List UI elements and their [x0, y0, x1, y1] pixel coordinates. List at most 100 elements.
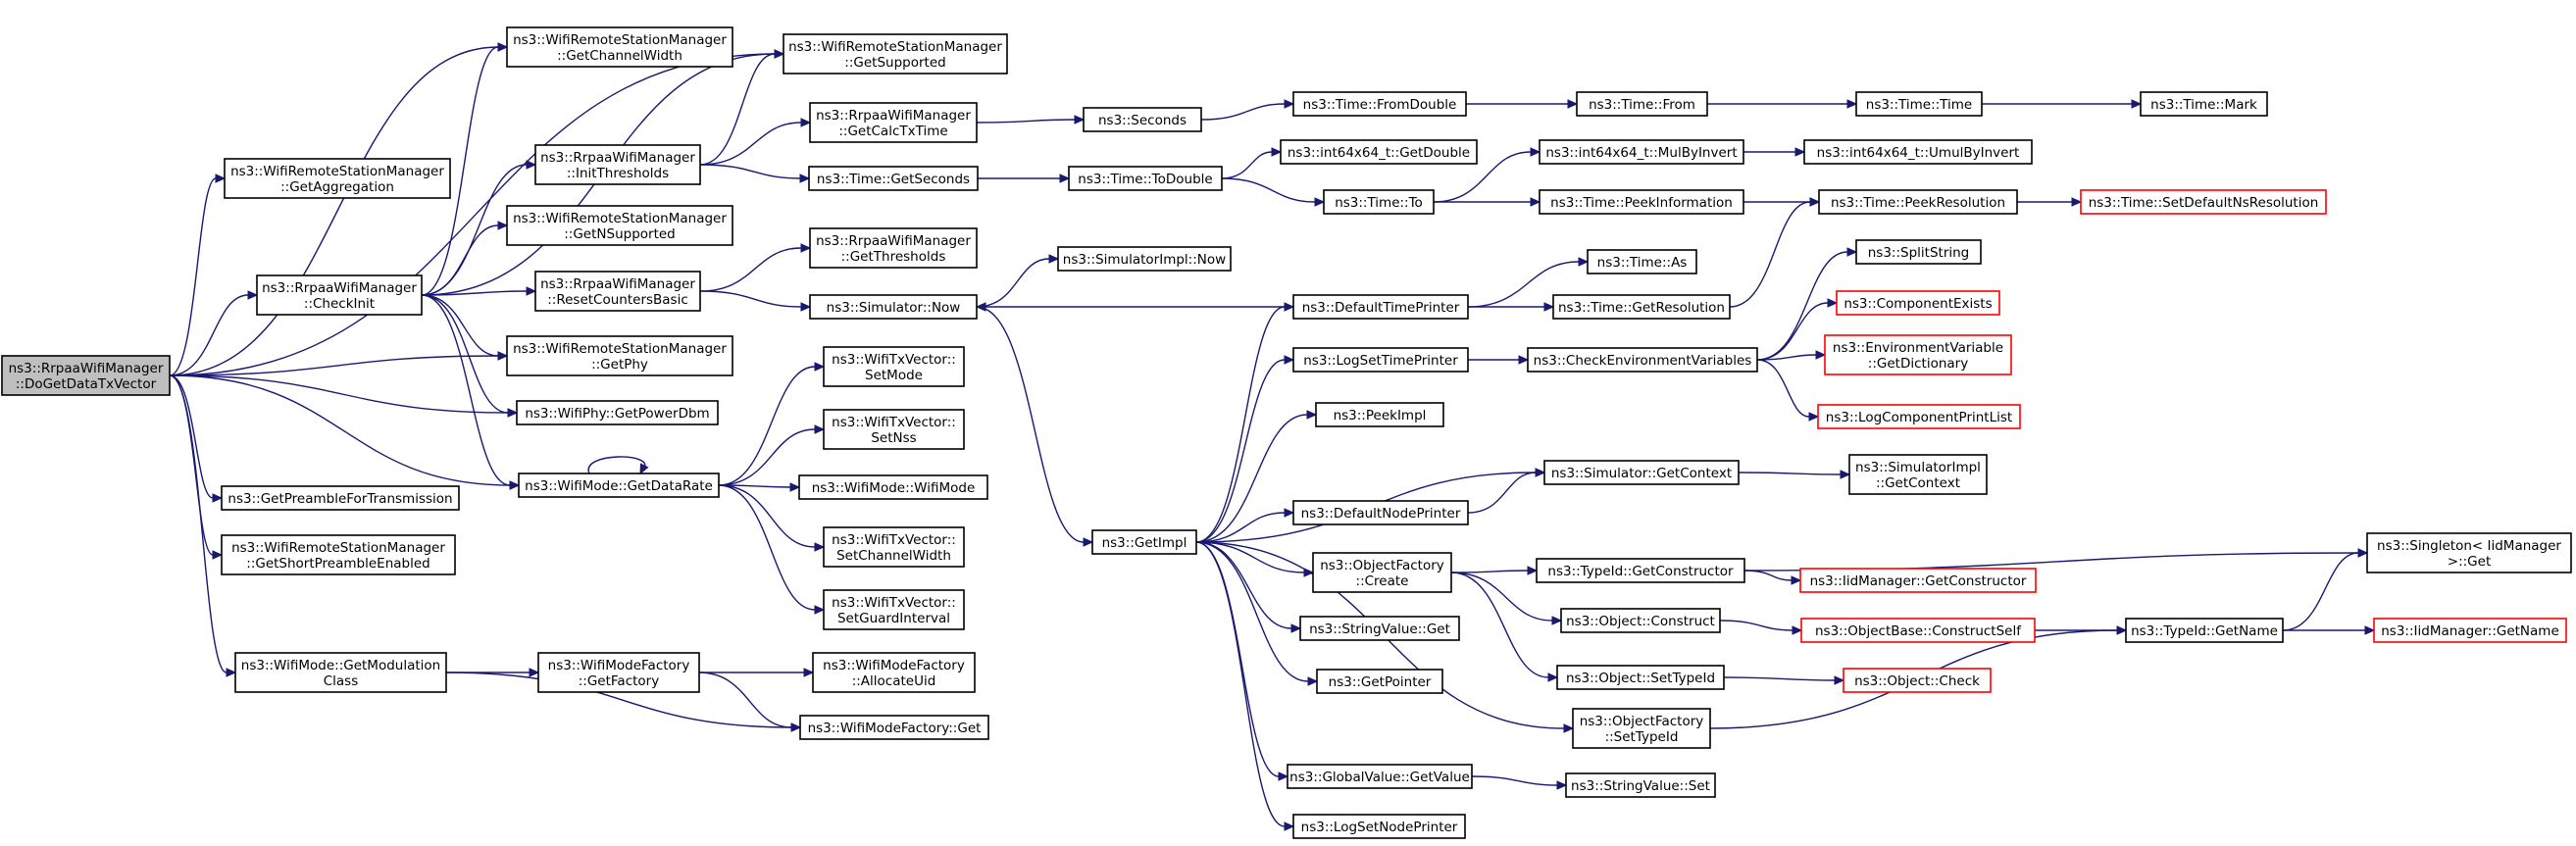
node-wifi-mode-ctor[interactable]: ns3::WifiMode::WifiMode [798, 474, 988, 500]
node-peek-resolution[interactable]: ns3::Time::PeekResolution [1818, 189, 2018, 215]
node-umul-by-invert[interactable]: ns3::int64x64_t::UmulByInvert [1803, 139, 2033, 165]
node-seconds[interactable]: ns3::Seconds [1083, 107, 1202, 132]
node-sim-impl-now[interactable]: ns3::SimulatorImpl::Now [1057, 246, 1232, 272]
node-of-set-type-id[interactable]: ns3::ObjectFactory::SetTypeId [1572, 708, 1711, 749]
node-box [1312, 552, 1452, 593]
node-time-as[interactable]: ns3::Time::As [1587, 249, 1697, 274]
node-component-exists[interactable]: ns3::ComponentExists [1836, 290, 2000, 316]
edge-reset-counters-to-get-thresholds [699, 243, 812, 292]
node-get-resolution[interactable]: ns3::Time::GetResolution [1552, 294, 1731, 320]
node-box [1552, 294, 1731, 320]
node-init-thresholds[interactable]: ns3::RrpaaWifiManager::InitThresholds [534, 144, 701, 185]
node-sim-now[interactable]: ns3::Simulator::Now [809, 294, 978, 320]
edge-arrowhead [1543, 302, 1555, 312]
node-get-power-dbm[interactable]: ns3::WifiPhy::GetPowerDbm [516, 400, 719, 425]
node-env-get-dict[interactable]: ns3::EnvironmentVariable::GetDictionary [1824, 334, 2012, 375]
node-set-mode[interactable]: ns3::WifiTxVector::SetMode [823, 346, 965, 387]
node-root[interactable]: ns3::RrpaaWifiManager::DoGetDataTxVector [1, 355, 171, 396]
node-obj-set-type-id[interactable]: ns3::Object::SetTypeId [1556, 665, 1725, 690]
node-iid-get-ctor[interactable]: ns3::IidManager::GetConstructor [1799, 568, 2037, 593]
node-factory-get[interactable]: ns3::WifiModeFactory::Get [799, 715, 989, 740]
node-get-supported[interactable]: ns3::WifiRemoteStationManager::GetSuppor… [783, 33, 1008, 75]
node-get-channel-width[interactable]: ns3::WifiRemoteStationManager::GetChanne… [506, 26, 733, 68]
node-set-guard-interval[interactable]: ns3::WifiTxVector::SetGuardInterval [823, 589, 965, 630]
node-box [1836, 290, 2000, 316]
node-tid-get-name[interactable]: ns3::TypeId::GetName [2125, 618, 2284, 643]
edge-arrowhead [1306, 410, 1318, 420]
node-tid-get-ctor[interactable]: ns3::TypeId::GetConstructor [1536, 558, 1745, 583]
node-mul-by-invert[interactable]: ns3::int64x64_t::MulByInvert [1539, 139, 1744, 165]
node-get-factory[interactable]: ns3::WifiModeFactory::GetFactory [537, 652, 700, 693]
node-reset-counters[interactable]: ns3::RrpaaWifiManager::ResetCountersBasi… [534, 271, 701, 312]
node-label: ns3::PeekImpl [1334, 408, 1427, 423]
edge-arrowhead [800, 118, 812, 127]
node-log-comp-print-list[interactable]: ns3::LogComponentPrintList [1817, 404, 2021, 429]
edge-arrowhead [814, 605, 826, 615]
node-check-env[interactable]: ns3::CheckEnvironmentVariables [1527, 347, 1758, 373]
node-get-thresholds[interactable]: ns3::RrpaaWifiManager::GetThresholds [809, 227, 978, 269]
node-label: ns3::WifiRemoteStationManager [513, 341, 727, 357]
node-get-data-rate[interactable]: ns3::WifiMode::GetDataRate [518, 473, 720, 498]
node-get-short-preamble[interactable]: ns3::WifiRemoteStationManager::GetShortP… [221, 534, 456, 575]
edge-arrowhead [2116, 625, 2128, 635]
node-label: ns3::WifiPhy::GetPowerDbm [525, 406, 709, 422]
node-default-time-printer[interactable]: ns3::DefaultTimePrinter [1292, 294, 1469, 320]
node-time-mark[interactable]: ns3::Time::Mark [2140, 91, 2268, 117]
node-label: ns3::Time::GetResolution [1558, 300, 1725, 316]
node-from-double[interactable]: ns3::Time::FromDouble [1292, 91, 1467, 117]
node-set-nss[interactable]: ns3::WifiTxVector::SetNss [823, 409, 965, 450]
edge-arrowhead [1840, 470, 1851, 479]
node-set-channel-width[interactable]: ns3::WifiTxVector::SetChannelWidth [823, 526, 965, 568]
node-get-preamble[interactable]: ns3::GetPreambleForTransmission [221, 485, 460, 511]
node-sim-impl-get-context[interactable]: ns3::SimulatorImpl::GetContext [1848, 454, 1988, 495]
edge-get-factory-to-allocate-uid [699, 668, 815, 677]
node-obj-construct[interactable]: ns3::Object::Construct [1560, 608, 1721, 633]
edge-get-impl-to-str-value-get [1195, 541, 1302, 633]
node-sim-get-context[interactable]: ns3::Simulator::GetContext [1543, 460, 1740, 485]
node-str-value-get[interactable]: ns3::StringValue::Get [1299, 616, 1460, 641]
node-gv-get-value[interactable]: ns3::GlobalValue::GetValue [1287, 764, 1473, 789]
node-get-aggregation[interactable]: ns3::WifiRemoteStationManager::GetAggreg… [224, 158, 451, 199]
edge-arrowhead [212, 493, 224, 503]
node-get-pointer[interactable]: ns3::GetPointer [1316, 669, 1443, 694]
node-split-string[interactable]: ns3::SplitString [1855, 239, 1982, 265]
node-check-init[interactable]: ns3::RrpaaWifiManager::CheckInit [256, 274, 423, 316]
node-box [518, 473, 720, 498]
node-label: ns3::SimulatorImpl [1855, 460, 1981, 475]
node-iid-get-name[interactable]: ns3::IidManager::GetName [2373, 618, 2567, 643]
node-log-set-node-printer[interactable]: ns3::LogSetNodePrinter [1292, 814, 1466, 839]
node-label: ::CheckInit [304, 296, 375, 312]
node-ob-construct-self[interactable]: ns3::ObjectBase::ConstructSelf [1800, 618, 2036, 643]
node-peek-impl[interactable]: ns3::PeekImpl [1315, 402, 1444, 427]
node-time-time[interactable]: ns3::Time::Time [1855, 91, 1983, 117]
node-of-create[interactable]: ns3::ObjectFactory::Create [1312, 552, 1452, 593]
node-allocate-uid[interactable]: ns3::WifiModeFactory::AllocateUid [812, 652, 976, 693]
node-singleton-get[interactable]: ns3::Singleton< IidManager>::Get [2366, 532, 2572, 573]
node-get-nsupported[interactable]: ns3::WifiRemoteStationManager::GetNSuppo… [506, 205, 733, 246]
node-label: ::AllocateUid [852, 673, 936, 689]
edge-of-create-to-obj-set-type-id [1450, 572, 1559, 682]
node-str-value-set[interactable]: ns3::StringValue::Set [1565, 772, 1716, 798]
edge-root-to-get-preamble [169, 374, 224, 503]
node-label: ns3::Simulator::GetContext [1551, 466, 1732, 481]
edge-get-data-rate-to-wifi-mode-ctor [718, 482, 801, 492]
node-time-from[interactable]: ns3::Time::From [1576, 91, 1708, 117]
node-log-set-time-printer[interactable]: ns3::LogSetTimePrinter [1292, 347, 1469, 373]
node-obj-check[interactable]: ns3::Object::Check [1843, 668, 1992, 693]
node-label: ns3::WifiModeFactory [823, 658, 965, 673]
node-time-to[interactable]: ns3::Time::To [1323, 189, 1435, 215]
node-set-default-ns-res[interactable]: ns3::Time::SetDefaultNsResolution [2080, 189, 2327, 215]
edge-get-impl-to-log-set-time-printer [1195, 355, 1295, 543]
node-peek-info[interactable]: ns3::Time::PeekInformation [1539, 189, 1744, 215]
node-i64-get-double[interactable]: ns3::int64x64_t::GetDouble [1280, 139, 1478, 165]
node-label: ns3::LogComponentPrintList [1826, 410, 2012, 425]
node-time-get-seconds[interactable]: ns3::Time::GetSeconds [808, 166, 979, 191]
node-label: ns3::WifiModeFactory::Get [808, 721, 982, 736]
node-get-phy[interactable]: ns3::WifiRemoteStationManager::GetPhy [506, 335, 733, 376]
node-get-impl[interactable]: ns3::GetImpl [1091, 529, 1197, 555]
edge-arrowhead [2071, 197, 2083, 207]
node-default-node-printer[interactable]: ns3::DefaultNodePrinter [1292, 500, 1469, 525]
node-get-calc-tx-time[interactable]: ns3::RrpaaWifiManager::GetCalcTxTime [809, 102, 978, 143]
node-to-double[interactable]: ns3::Time::ToDouble [1068, 166, 1223, 191]
